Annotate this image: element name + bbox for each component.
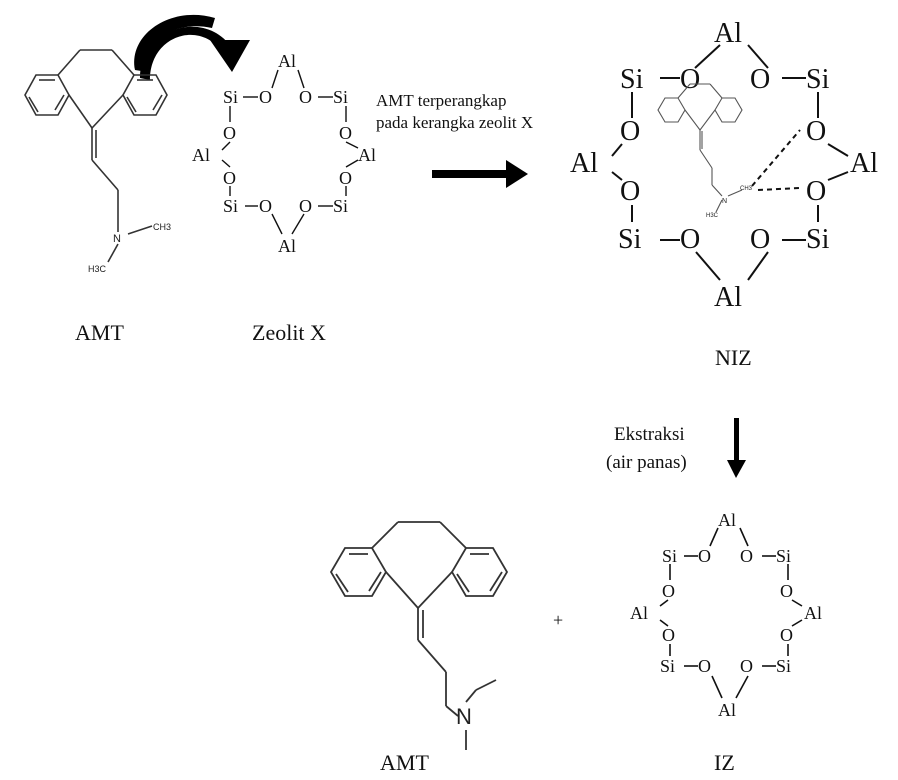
arrow-right bbox=[432, 160, 528, 188]
arrow-down-label-2: (air panas) bbox=[606, 452, 687, 473]
arrow-top-label-2: pada kerangka zeolit X bbox=[376, 113, 533, 132]
trapped-amt bbox=[657, 83, 743, 213]
niz-o-1: O bbox=[680, 64, 700, 95]
iz-o-2: O bbox=[740, 546, 753, 566]
trapped-ch3: CH3 bbox=[740, 186, 753, 192]
niz-si-tr: Si bbox=[806, 64, 830, 95]
niz-o-7: O bbox=[680, 224, 700, 255]
niz-label: NIZ bbox=[715, 345, 752, 370]
niz-o-3: O bbox=[620, 116, 640, 147]
niz-al-right: Al bbox=[850, 148, 878, 179]
iz-o-8: O bbox=[740, 656, 753, 676]
iz-label: IZ bbox=[714, 750, 735, 775]
zeolit-al-bottom: Al bbox=[278, 236, 296, 256]
zeolit-al-right: Al bbox=[358, 145, 376, 165]
zeolit-o-2: O bbox=[299, 87, 312, 107]
iz-al-left: Al bbox=[630, 603, 648, 623]
plus-sign: + bbox=[553, 610, 563, 630]
niz-o-8: O bbox=[750, 224, 770, 255]
n-atom-top: N bbox=[113, 233, 121, 245]
iz-si-tr: Si bbox=[776, 546, 791, 566]
niz-ring: Al Si O O Si O O Al Al O O Si O O Si Al bbox=[570, 18, 878, 313]
niz-o-2: O bbox=[750, 64, 770, 95]
iz-o-3: O bbox=[662, 581, 675, 601]
zeolit-o-5: O bbox=[223, 168, 236, 188]
zeolit-si-br: Si bbox=[333, 196, 348, 216]
n-atom-bottom: N bbox=[456, 704, 472, 729]
niz-o-5: O bbox=[620, 176, 640, 207]
iz-o-7: O bbox=[698, 656, 711, 676]
iz-al-right: Al bbox=[804, 603, 822, 623]
niz-si-bl: Si bbox=[618, 224, 642, 255]
curved-arrow bbox=[134, 14, 250, 80]
zeolit-o-1: O bbox=[259, 87, 272, 107]
zeolit-si-tl: Si bbox=[223, 87, 238, 107]
amt-label-top: AMT bbox=[75, 320, 124, 345]
iz-ring: Al Si O O Si O O Al Al O O Si O O Si Al bbox=[630, 510, 822, 720]
zeolit-o-4: O bbox=[339, 123, 352, 143]
iz-o-1: O bbox=[698, 546, 711, 566]
zeolit-ring: Al Si O O Si O O Al Al O O Si O O Si Al bbox=[192, 51, 376, 256]
zeolit-o-6: O bbox=[339, 168, 352, 188]
iz-o-6: O bbox=[780, 625, 793, 645]
zeolit-o-7: O bbox=[259, 196, 272, 216]
ch3-label-top: CH3 bbox=[153, 222, 171, 232]
iz-al-bottom: Al bbox=[718, 700, 736, 720]
niz-al-left: Al bbox=[570, 148, 598, 179]
zeolit-o-8: O bbox=[299, 196, 312, 216]
zeolit-label: Zeolit X bbox=[252, 320, 326, 345]
iz-o-4: O bbox=[780, 581, 793, 601]
niz-si-tl: Si bbox=[620, 64, 644, 95]
iz-si-bl: Si bbox=[660, 656, 675, 676]
iz-o-5: O bbox=[662, 625, 675, 645]
trapped-n-atom: N bbox=[722, 198, 727, 205]
niz-si-br: Si bbox=[806, 224, 830, 255]
arrow-down-label-1: Ekstraksi bbox=[614, 424, 685, 445]
niz-al-bottom: Al bbox=[714, 282, 742, 313]
iz-al-top: Al bbox=[718, 510, 736, 530]
h3c-label-top: H3C bbox=[88, 264, 107, 274]
interaction-dashes bbox=[751, 129, 801, 191]
zeolit-al-top: Al bbox=[278, 51, 296, 71]
niz-o-4: O bbox=[806, 116, 826, 147]
amt-molecule-bottom bbox=[329, 521, 509, 750]
zeolit-o-3: O bbox=[223, 123, 236, 143]
niz-al-top: Al bbox=[714, 18, 742, 49]
amt-molecule-top bbox=[24, 49, 168, 263]
arrow-top-label-1: AMT terperangkap bbox=[376, 91, 506, 110]
zeolit-si-tr: Si bbox=[333, 87, 348, 107]
amt-label-bottom: AMT bbox=[380, 750, 429, 775]
arrow-down bbox=[727, 418, 746, 478]
zeolit-al-left: Al bbox=[192, 145, 210, 165]
trapped-h3c: H3C bbox=[706, 213, 719, 219]
niz-o-6: O bbox=[806, 176, 826, 207]
zeolit-si-bl: Si bbox=[223, 196, 238, 216]
iz-si-br: Si bbox=[776, 656, 791, 676]
iz-si-tl: Si bbox=[662, 546, 677, 566]
